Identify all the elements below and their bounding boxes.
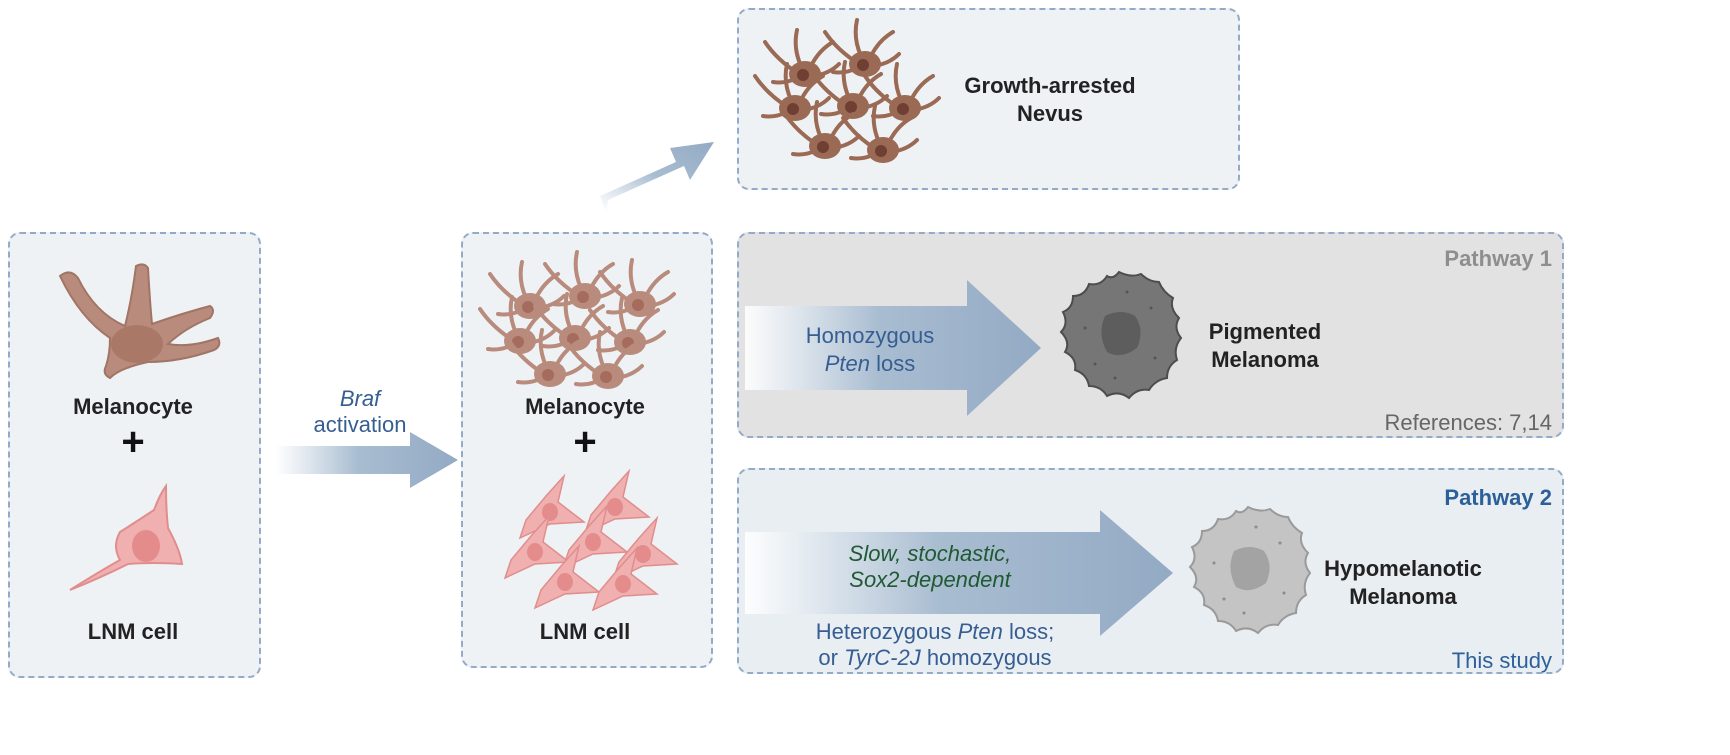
pathway-2-tyrc: or TyrC-2J homozygous <box>790 644 1080 673</box>
melanocyte-label: Melanocyte <box>73 394 193 419</box>
pathway-2-title: Pathway 2 <box>1444 485 1552 510</box>
pigmented-label-line2: Melanoma <box>1211 347 1319 372</box>
lnm-cluster-illustration <box>504 470 678 611</box>
pten-gene-label: Pten <box>824 351 870 376</box>
pathway-1-homozygous: Homozygous <box>805 323 935 348</box>
plus-sign: + <box>121 420 145 464</box>
melanocyte-illustration <box>58 263 221 380</box>
pigmented-melanoma-illustration <box>1059 270 1183 400</box>
nevus-panel <box>737 8 1240 190</box>
pathway-2-sox2-dependent: Sox2-dependent <box>849 567 1011 592</box>
heterozygous-text: Heterozygous <box>815 619 958 644</box>
tyrc-gene-label: TyrC-2J <box>844 645 921 670</box>
pathway-1-pten-loss: Pten loss <box>800 350 940 379</box>
loss-semicolon-text: loss; <box>1002 619 1055 644</box>
pigmented-label-line1: Pigmented <box>1208 319 1322 344</box>
pathway-2-heterozygous: Heterozygous Pten loss; <box>790 618 1080 647</box>
plus-sign-middle: + <box>573 420 597 464</box>
nevus-cluster-illustration <box>753 18 941 165</box>
melanocyte-label-middle: Melanocyte <box>525 394 645 419</box>
pathway-2-slow-stochastic: Slow, stochastic, <box>848 541 1012 566</box>
braf-activation-arrow <box>275 432 458 488</box>
pathway-1-arrow <box>745 280 1041 416</box>
pathway-2-footer: This study <box>1451 648 1552 673</box>
melanocyte-cluster-illustration <box>478 250 676 391</box>
pathway-1-title: Pathway 1 <box>1444 246 1552 271</box>
pathway-1-references: References: 7,14 <box>1384 410 1552 435</box>
hypomelanotic-melanoma-illustration <box>1188 505 1312 635</box>
pathway-2-arrow <box>745 510 1173 636</box>
braf-label: Braf <box>339 386 381 411</box>
pten-gene-label-2: Pten <box>957 619 1003 644</box>
hypomelanotic-label-line2: Melanoma <box>1349 584 1457 609</box>
nevus-label-line1: Growth-arrested <box>964 73 1136 98</box>
loss-text: loss <box>870 351 916 376</box>
lnm-cell-label-middle: LNM cell <box>539 619 631 644</box>
lnm-cell-illustration <box>69 482 184 591</box>
nevus-arrow <box>600 142 714 212</box>
nevus-label-line2: Nevus <box>1016 101 1084 126</box>
activation-label: activation <box>313 412 407 437</box>
or-text: or <box>818 645 845 670</box>
homozygous-text: homozygous <box>920 645 1052 670</box>
hypomelanotic-label-line1: Hypomelanotic <box>1324 556 1482 581</box>
lnm-cell-label: LNM cell <box>87 619 179 644</box>
